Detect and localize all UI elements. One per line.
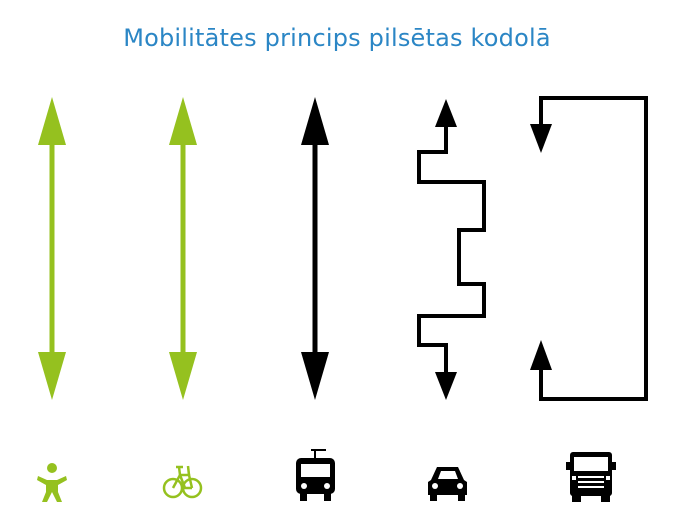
truck-route-arrow [530,96,648,401]
trolleybus-icon [296,449,335,501]
bicycle-route-arrow [169,97,197,400]
diagram-title: Mobilitātes princips pilsētas kodolā [123,24,551,52]
pedestrian-route-arrow [38,97,66,400]
truck-icon [566,452,616,502]
car-icon [428,467,467,501]
bicycle-icon [162,465,203,499]
car-route-arrow [417,99,486,400]
trolleybus-route-arrow [301,97,329,400]
pedestrian-icon [37,463,67,502]
